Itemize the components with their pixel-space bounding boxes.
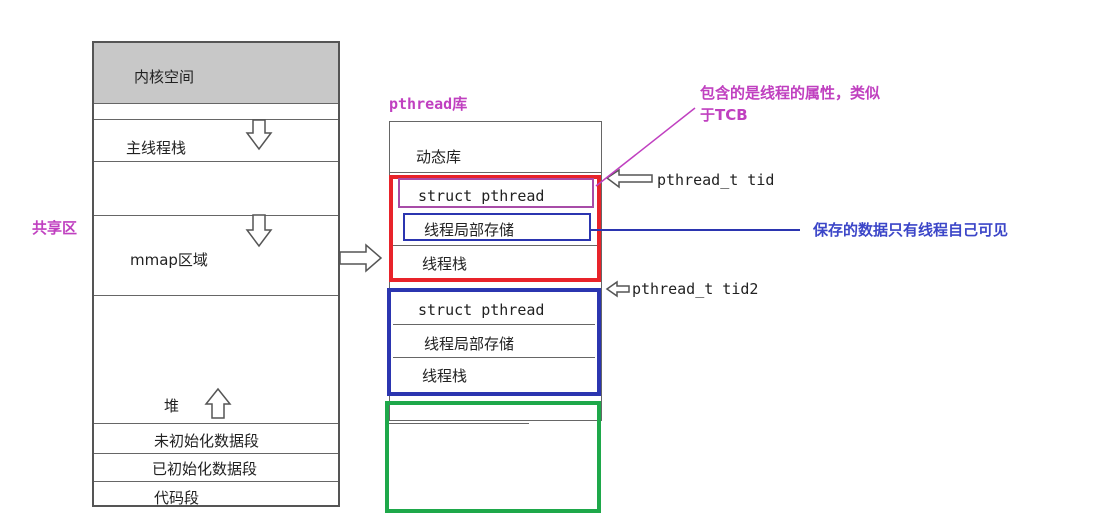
data-segment-label: 已初始化数据段 (152, 460, 258, 478)
divider (389, 423, 529, 424)
divider (94, 119, 338, 120)
tcb-note-line1: 包含的是线程的属性，类似 (700, 84, 881, 102)
divider (94, 161, 338, 162)
pthread-library-region: 动态库 (389, 121, 602, 421)
left-arrow-icon (605, 168, 653, 189)
divider (94, 481, 338, 482)
tls-note: 保存的数据只有线程自己可见 (813, 221, 1009, 239)
shared-area-label: 共享区 (32, 219, 78, 237)
tcb-note-line2: 于TCB (700, 106, 748, 124)
divider (94, 215, 338, 216)
dynamic-lib-label: 动态库 (416, 148, 462, 166)
code-segment-label: 代码段 (154, 489, 200, 507)
divider (393, 357, 595, 358)
heap-label: 堆 (164, 397, 180, 415)
thread1-struct-label: struct pthread (418, 187, 545, 205)
right-arrow-icon (339, 243, 383, 273)
process-address-space: 内核空间 主线程栈 mmap区域 堆 未初始化数据段 已初始化数据段 代码段 (92, 41, 340, 507)
thread1-block (389, 175, 601, 282)
divider (393, 245, 597, 246)
divider (393, 324, 595, 325)
divider (94, 295, 338, 296)
main-stack-label: 主线程栈 (126, 139, 187, 157)
thread1-tls-label: 线程局部存储 (424, 221, 515, 239)
down-arrow-icon (245, 119, 273, 151)
divider (390, 172, 601, 173)
tcb-connector-line (595, 107, 696, 187)
thread2-tid-label: pthread_t tid2 (632, 280, 759, 298)
down-arrow-icon (245, 214, 273, 248)
kernel-space-label: 内核空间 (134, 68, 195, 86)
thread2-struct-label: struct pthread (418, 301, 545, 319)
thread1-tls-box (403, 213, 591, 241)
mmap-label: mmap区域 (130, 251, 208, 269)
thread2-block (387, 288, 601, 396)
thread1-struct-box (398, 178, 594, 208)
divider (94, 453, 338, 454)
thread2-tls-label: 线程局部存储 (424, 335, 515, 353)
thread1-tid-label: pthread_t tid (657, 171, 775, 189)
left-arrow-icon (605, 280, 630, 298)
thread2-stack-label: 线程栈 (422, 367, 468, 385)
up-arrow-icon (204, 387, 232, 419)
kernel-space-block (94, 43, 338, 104)
divider (94, 423, 338, 424)
pthread-lib-title: pthread库 (389, 95, 468, 113)
thread1-stack-label: 线程栈 (422, 255, 468, 273)
thread3-block (385, 401, 601, 513)
bss-label: 未初始化数据段 (154, 432, 260, 450)
